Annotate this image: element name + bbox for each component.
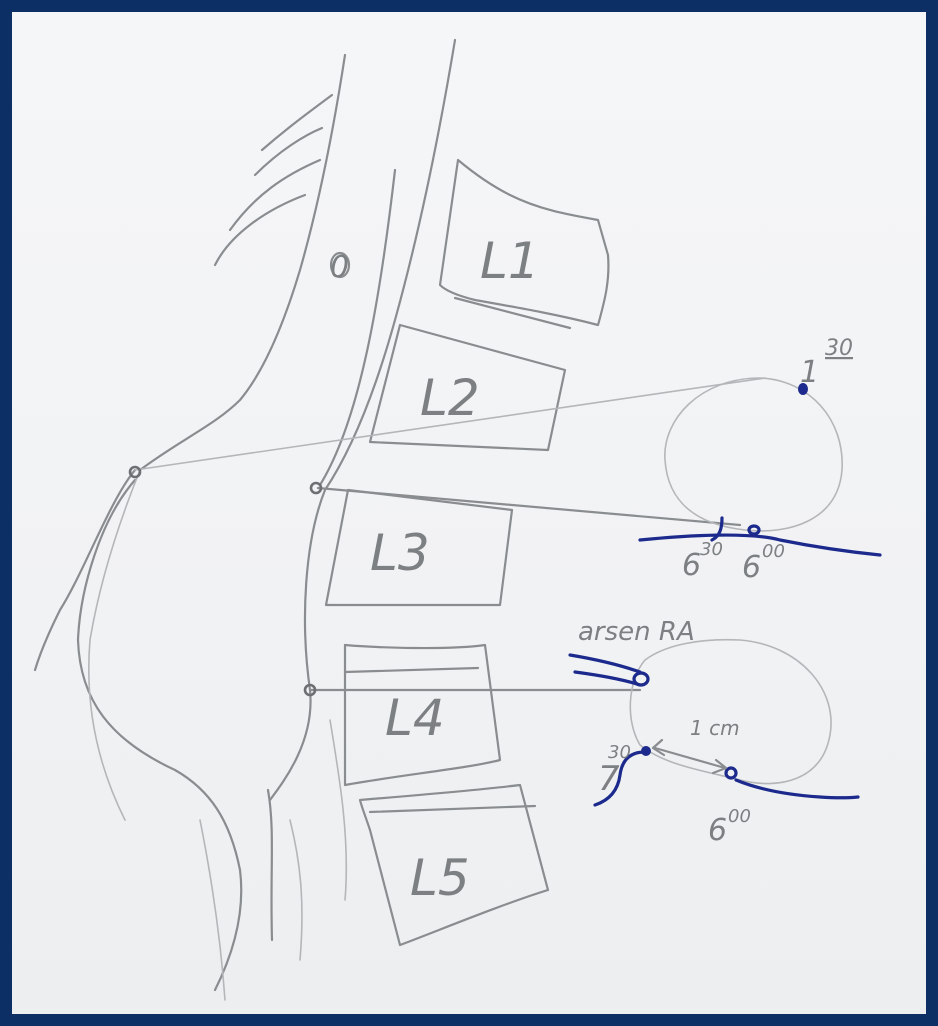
label-clock-130: 1 <box>800 355 819 390</box>
stoma-point-730 <box>641 746 651 756</box>
label-clock-600a-sup: 00 <box>762 541 785 562</box>
spine-left-outline <box>140 55 345 470</box>
body-contour-left-inner <box>78 480 241 990</box>
sacrum-line <box>268 790 272 940</box>
sacrum-faint-1 <box>290 820 302 960</box>
label-clock-730-sup: 30 <box>608 742 631 763</box>
label-distance: 1 cm <box>690 716 740 740</box>
ribs <box>215 95 332 265</box>
label-marker-o: 0 <box>330 250 349 285</box>
label-l1: L1 <box>480 232 540 290</box>
label-clock-630: 6 <box>682 548 701 583</box>
sacrum-faint-3 <box>330 720 346 900</box>
label-l3: L3 <box>370 524 430 582</box>
label-l5: L5 <box>410 849 470 907</box>
label-region: arsen RA <box>578 617 695 647</box>
label-clock-600b-sup: 00 <box>728 806 751 827</box>
hip-contour <box>89 470 140 820</box>
label-clock-630-sup: 30 <box>700 539 723 560</box>
upper-circle-diagram <box>640 378 880 555</box>
label-clock-130-sup: 30 <box>825 336 853 361</box>
label-clock-730: 7 <box>598 759 620 799</box>
sacrum-faint-2 <box>200 820 225 1000</box>
guide-line-l3 <box>318 488 740 525</box>
label-l4: L4 <box>385 689 445 747</box>
stoma-point-600b <box>726 768 736 778</box>
stoma-point-ra <box>634 673 648 685</box>
label-l2: L2 <box>420 369 480 427</box>
label-clock-600b: 6 <box>708 813 727 848</box>
label-clock-600a: 6 <box>742 550 761 585</box>
